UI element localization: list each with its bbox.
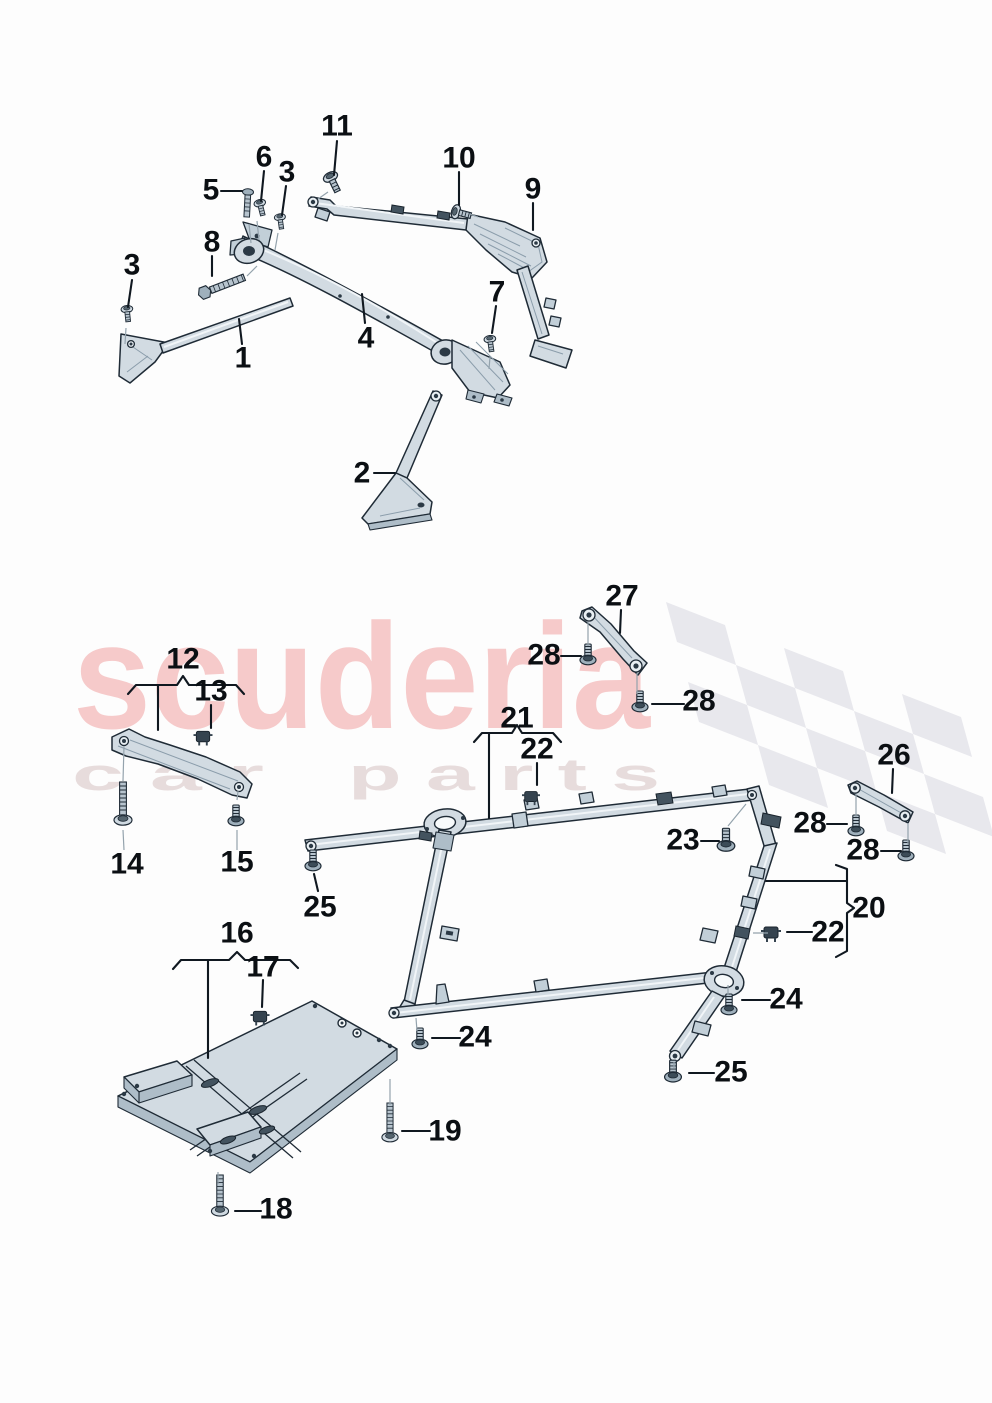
callout-15: 15 [220,846,253,879]
callout-25-left: 25 [303,891,336,924]
callout-7: 7 [489,276,506,309]
callout-17: 17 [246,951,279,984]
callout-9: 9 [525,173,542,206]
clip-22-b [760,926,782,943]
watermark: scuderia c a r p a r t s [72,592,992,854]
callout-13: 13 [194,675,227,708]
screw-24-left [411,1027,429,1050]
callout-26: 26 [877,739,910,772]
callout-23: 23 [666,824,699,857]
callout-28-d: 28 [846,834,879,867]
callout-22-b: 22 [811,916,844,949]
callout-28-a: 28 [527,639,560,672]
callout-5: 5 [203,174,220,207]
screw-15 [227,804,245,827]
part-4-main-bow [229,221,513,407]
bolt-5 [240,188,255,218]
lower-assembly-top-frame [111,606,915,1217]
leader-lines [122,139,909,1213]
screw-25-left [304,849,322,872]
callout-16: 16 [220,917,253,950]
checkered-flag-watermark [666,602,992,854]
callout-3-left: 3 [124,249,141,282]
screw-11 [321,168,345,196]
tagline-watermark-right: p a r t s [348,749,660,800]
part-9-cowl-bracket [307,196,573,369]
part-12-bracket [111,728,253,799]
callout-10: 10 [442,142,475,175]
screw-7 [483,334,498,353]
callout-28-b: 28 [682,685,715,718]
callout-14: 14 [110,848,144,881]
callout-6: 6 [256,141,273,174]
part-21-lower-rail [388,971,718,1019]
part-20-right-pillar [668,785,782,1063]
callout-11: 11 [321,110,353,143]
callout-18: 18 [259,1193,292,1226]
callout-2: 2 [354,457,371,490]
callout-8: 8 [204,226,221,259]
bolt-8 [195,271,247,302]
part-16-floor-plate [117,1000,398,1174]
part-1-side-brace [118,297,294,384]
bolt-23 [716,827,736,852]
callout-labels: 11 6 3 5 10 9 8 3 7 1 4 2 12 13 14 15 27… [110,110,910,1226]
callout-21: 21 [500,702,533,735]
upper-assembly-windshield-frame [118,168,573,531]
callout-1: 1 [235,342,252,375]
callout-24-right: 24 [769,983,803,1016]
part-27-strap [579,606,648,676]
bolt-19 [381,1102,399,1143]
callout-4: 4 [358,322,375,355]
screw-25-right [663,1059,683,1083]
part-2-strut [361,390,443,531]
callout-12: 12 [166,643,199,676]
part-21-left-pillar [397,829,460,1015]
callout-19: 19 [428,1115,461,1148]
brand-watermark: scuderia [73,592,651,760]
callout-22-a: 22 [520,733,553,766]
callout-25-right: 25 [714,1056,747,1089]
callout-27: 27 [605,580,638,613]
callout-3-top: 3 [279,156,296,189]
callout-24-left: 24 [458,1021,492,1054]
screw-3-top [273,212,288,231]
callout-28-c: 28 [793,807,826,840]
bolt-18 [210,1174,230,1217]
callout-20: 20 [852,892,885,925]
